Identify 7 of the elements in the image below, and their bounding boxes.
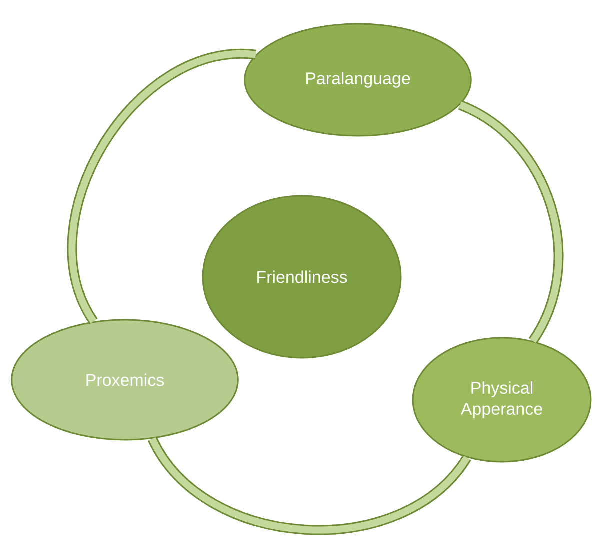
ellipse-node: Paralanguage [244,23,472,137]
ring-connector [148,436,472,535]
circle-node: Friendliness [202,195,402,359]
ellipse-node: Proxemics [11,319,239,441]
ring-connector [68,50,256,324]
ring-connector [458,100,564,344]
ellipse-node: Physical Apperance [412,337,592,463]
